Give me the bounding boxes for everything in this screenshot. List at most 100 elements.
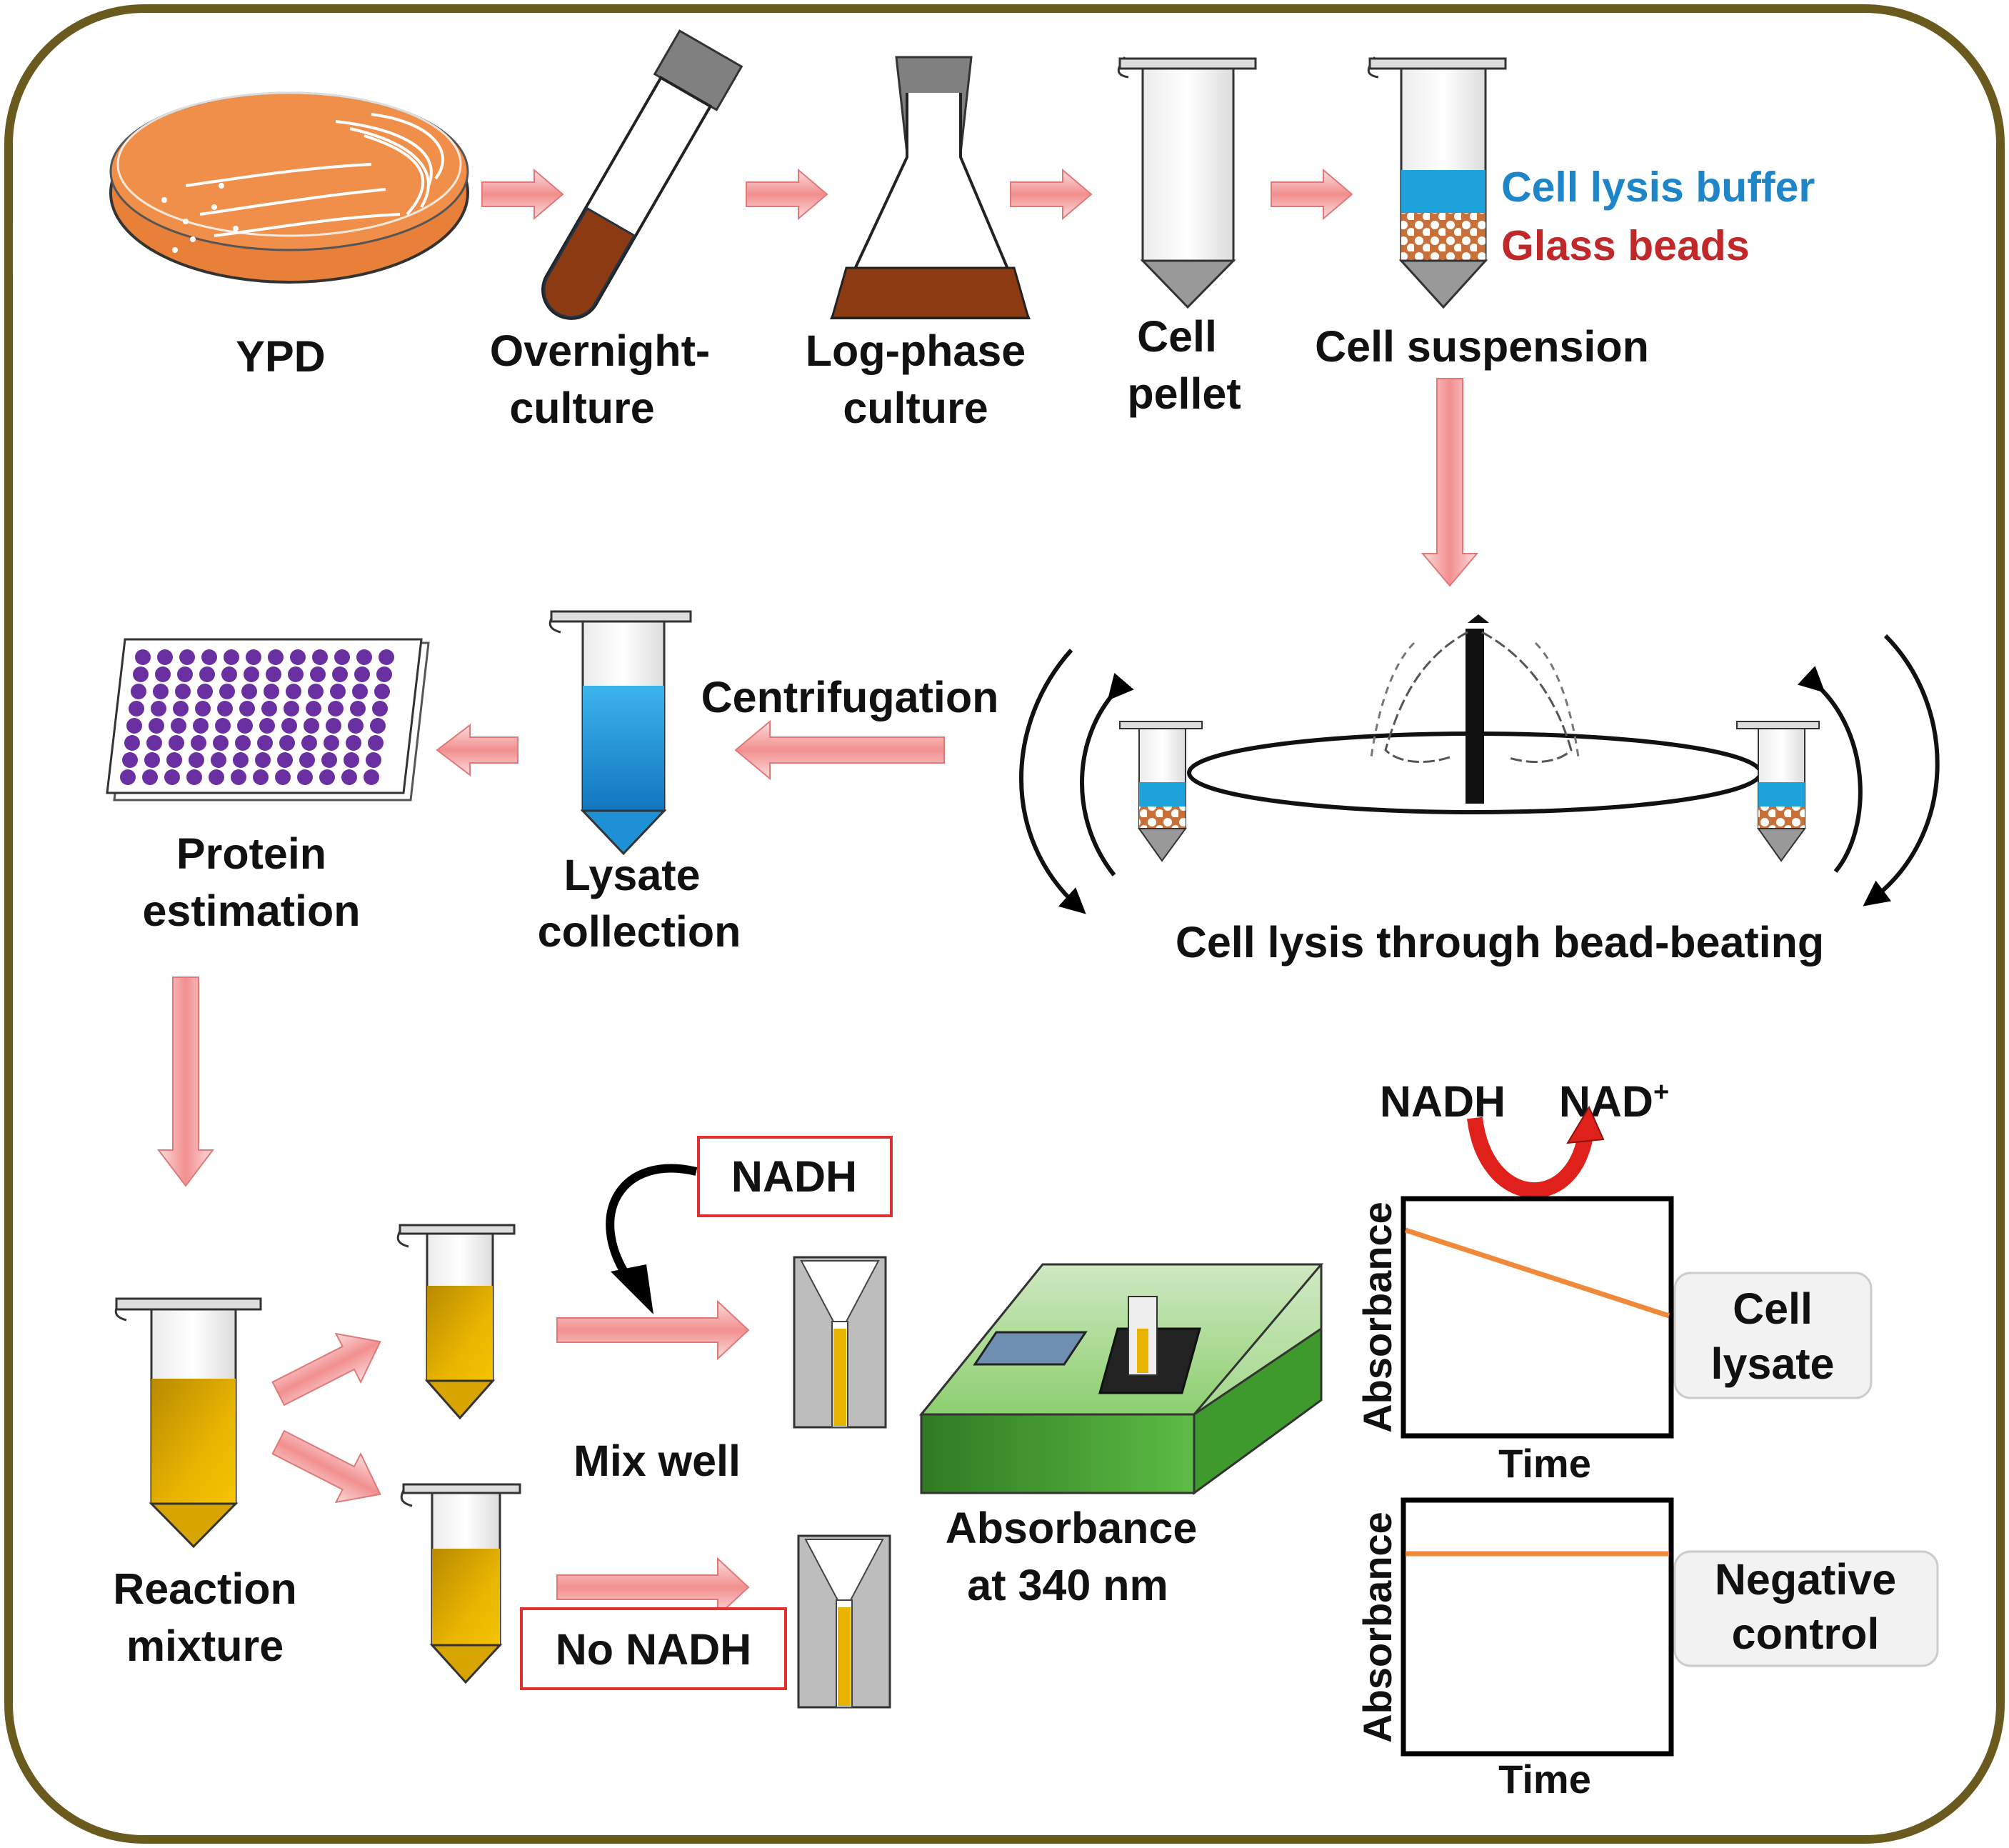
well <box>224 649 239 665</box>
well <box>197 684 213 699</box>
label-protein-line1: Protein <box>176 829 326 878</box>
well <box>221 666 237 682</box>
well <box>354 666 370 682</box>
well <box>319 769 335 785</box>
well <box>301 735 317 751</box>
label-protein-line2: estimation <box>142 886 360 935</box>
well <box>153 684 169 699</box>
well <box>171 718 186 734</box>
well <box>233 752 249 768</box>
well <box>344 752 359 768</box>
well <box>131 684 146 699</box>
well <box>133 666 149 682</box>
label-mix-well: Mix well <box>573 1437 741 1485</box>
well <box>173 701 189 716</box>
tag-cell-lysate-line1: Cell <box>1733 1284 1813 1333</box>
well <box>304 718 319 734</box>
well <box>266 666 281 682</box>
bead-beater-icon <box>1019 614 1940 914</box>
well <box>231 769 246 785</box>
suspension-tube-icon <box>1367 56 1507 309</box>
tag-cell-lysate-line2: lysate <box>1711 1339 1835 1388</box>
well <box>217 701 233 716</box>
nad-arrowhead <box>1566 1105 1605 1144</box>
label-lysis-buffer: Cell lysis buffer <box>1501 164 1815 211</box>
well <box>122 752 138 768</box>
lysate-tube-icon <box>548 610 692 856</box>
well <box>286 684 301 699</box>
well <box>155 666 171 682</box>
nad-text: NAD <box>1559 1077 1653 1126</box>
well <box>169 735 184 751</box>
well <box>376 666 392 682</box>
label-lysate-line1: Lysate <box>563 851 700 899</box>
well <box>142 769 158 785</box>
well <box>135 649 151 665</box>
well <box>264 684 279 699</box>
petri-dish-icon <box>109 91 469 284</box>
well <box>235 735 251 751</box>
well <box>253 769 269 785</box>
reaction-tube-icon <box>114 1297 262 1549</box>
well <box>189 752 204 768</box>
plot-negative-control <box>1401 1497 1674 1757</box>
well <box>157 649 173 665</box>
label-no-nadh-box: No NADH <box>556 1625 751 1674</box>
well <box>341 769 357 785</box>
well <box>346 735 361 751</box>
arrow-diag-up <box>271 1332 381 1407</box>
well <box>324 735 339 751</box>
tag-negative-line2: control <box>1732 1609 1880 1658</box>
well <box>334 649 350 665</box>
label-nadh-eq: NADH <box>1380 1077 1506 1126</box>
label-nadh-box: NADH <box>731 1152 857 1201</box>
well <box>297 769 313 785</box>
tag-cell-lysate <box>1673 1272 1873 1399</box>
well <box>284 701 299 716</box>
ylabel-top: Absorbance <box>1355 1202 1400 1433</box>
arrow-right-4 <box>1271 168 1353 221</box>
pellet-tube-icon <box>1117 56 1257 309</box>
label-lysate-line2: collection <box>538 907 741 956</box>
well <box>259 718 275 734</box>
well <box>193 718 209 734</box>
sample-tube-no-nadh-icon <box>400 1483 521 1684</box>
well <box>326 718 341 734</box>
well <box>255 752 271 768</box>
well <box>237 718 253 734</box>
label-pellet-line1: Cell <box>1137 312 1217 361</box>
well <box>352 684 368 699</box>
well <box>308 684 324 699</box>
well <box>199 666 215 682</box>
well <box>310 666 326 682</box>
well <box>124 735 140 751</box>
well <box>149 718 164 734</box>
well <box>257 735 273 751</box>
spectrophotometer-icon <box>918 1263 1324 1495</box>
label-absorbance-line2: at 340 nm <box>967 1561 1168 1609</box>
label-ypd: YPD <box>236 332 325 381</box>
well <box>213 735 229 751</box>
xlabel-bottom: Time <box>1498 1757 1591 1802</box>
label-overnight-line2: culture <box>509 384 654 432</box>
curved-black-arrow <box>606 1164 698 1282</box>
sample-tube-nadh-icon <box>396 1224 516 1420</box>
well <box>279 735 295 751</box>
well <box>379 649 394 665</box>
well <box>332 666 348 682</box>
well <box>348 718 364 734</box>
tag-negative-control <box>1673 1550 1939 1667</box>
arrow-right-3 <box>1010 168 1093 221</box>
label-centrifugation: Centrifugation <box>701 673 999 721</box>
well <box>219 684 235 699</box>
well <box>312 649 328 665</box>
well <box>175 684 191 699</box>
well <box>177 666 193 682</box>
well <box>372 701 388 716</box>
well <box>288 666 304 682</box>
well <box>201 649 217 665</box>
well <box>144 752 160 768</box>
well <box>281 718 297 734</box>
well <box>146 735 162 751</box>
arrow-right-no-nadh <box>556 1557 750 1618</box>
